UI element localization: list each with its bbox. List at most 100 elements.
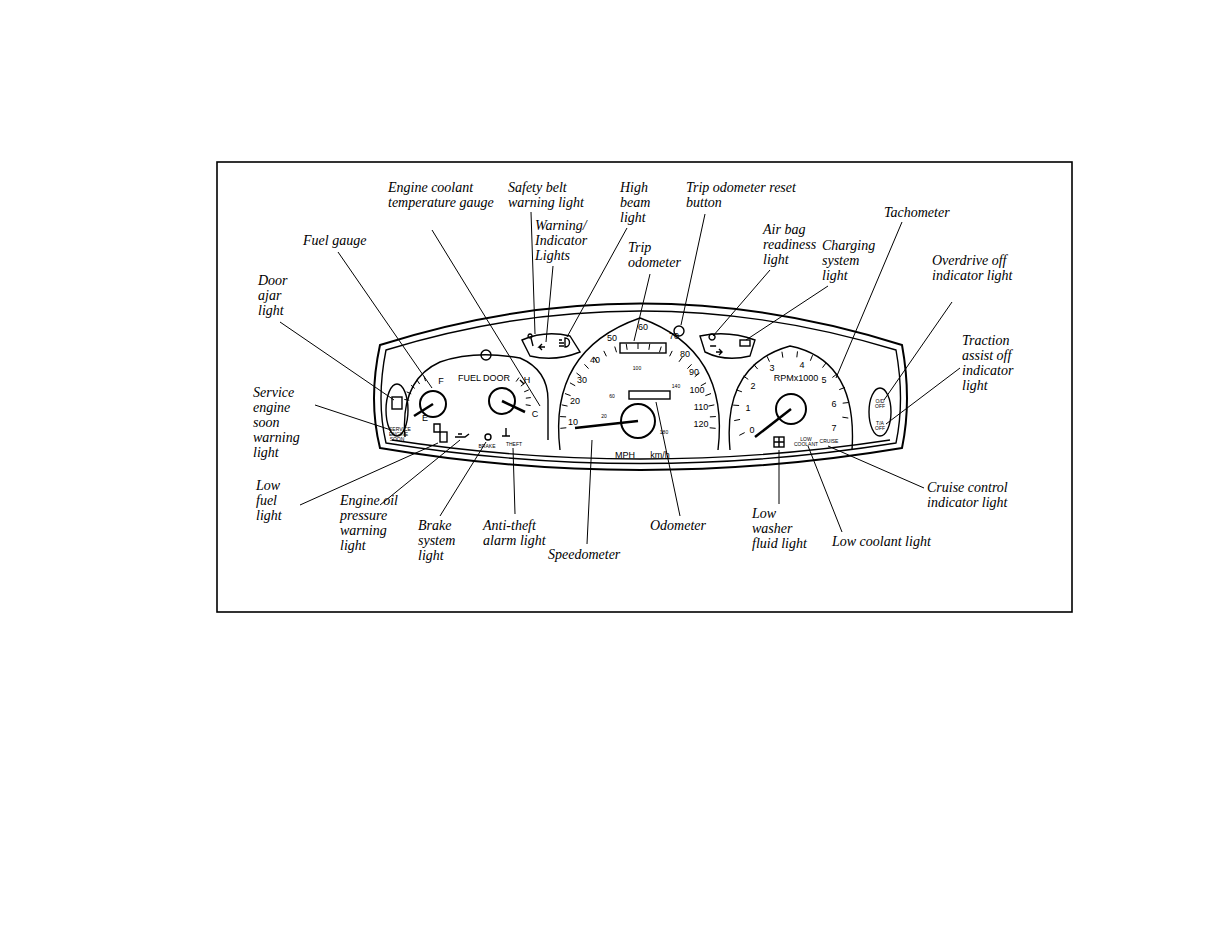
- tick-mark: [562, 405, 568, 406]
- dial-marking: 20: [570, 396, 580, 406]
- dial-marking: 0: [749, 425, 754, 435]
- tick-mark: [648, 344, 650, 350]
- tick-mark: [670, 351, 673, 356]
- dial-marking: km/h: [650, 450, 670, 460]
- dial-marking: F: [438, 376, 444, 386]
- callout-label: High beam light: [620, 180, 662, 225]
- tick-mark: [810, 355, 812, 361]
- tick-mark: [626, 344, 628, 350]
- tick-mark: [767, 356, 769, 361]
- tick-mark: [781, 352, 783, 358]
- callout-label: Anti-theft alarm light: [483, 518, 559, 548]
- tick-mark: [754, 364, 758, 369]
- tick-mark: [796, 351, 798, 357]
- dial-marking: RPMx1000: [774, 373, 819, 383]
- dial-marking: LOW COOLANT: [793, 437, 819, 447]
- dial-marking: 180: [660, 430, 668, 435]
- callout-label: Cruise control indicator light: [927, 480, 1039, 510]
- dial-marking: 4: [799, 360, 804, 370]
- callout-label: Engine coolant temperature gauge: [388, 180, 498, 210]
- tick-mark: [638, 343, 639, 349]
- tick-mark: [736, 390, 742, 392]
- dial-marking: 30: [577, 375, 587, 385]
- dial-marking: T/A OFF: [871, 421, 889, 431]
- tick-mark: [411, 385, 415, 388]
- callout-label: Safety belt warning light: [508, 180, 608, 210]
- tick-mark: [524, 390, 529, 392]
- tick-mark: [710, 427, 716, 429]
- dial-marking: 80: [680, 349, 690, 359]
- dial-marking: 10: [568, 417, 578, 427]
- tick-mark: [743, 376, 748, 379]
- callout-label: Brake system light: [418, 518, 470, 563]
- dial-marking: 6: [831, 399, 836, 409]
- tick-mark: [526, 404, 531, 406]
- tick-mark: [560, 427, 566, 429]
- callout-label: Low fuel light: [256, 478, 298, 523]
- callout-label: Fuel gauge: [303, 233, 387, 248]
- tick-mark: [526, 397, 531, 399]
- tick-mark: [843, 402, 849, 404]
- tick-mark: [404, 399, 409, 401]
- dial-marking: 40: [590, 355, 600, 365]
- tick-mark: [570, 383, 575, 386]
- dial-marking: FUEL DOOR: [458, 373, 510, 383]
- tick-mark: [417, 380, 420, 384]
- dial-marking: MPH: [615, 450, 635, 460]
- tick-mark: [604, 351, 607, 356]
- dial-marking: 1: [745, 403, 750, 413]
- tick-mark: [823, 363, 827, 368]
- callout-label: Overdrive off indicator light: [932, 253, 1024, 283]
- tick-mark: [839, 387, 845, 389]
- dial-marking: 100: [689, 385, 704, 395]
- dial-marking: 120: [693, 419, 708, 429]
- dial-marking: 70: [669, 331, 679, 341]
- dial-marking: SERVICE ENGINE SOON: [389, 427, 405, 442]
- callout-label: Door ajar light: [258, 273, 300, 318]
- callout-label: Warning/ Indicator Lights: [535, 218, 607, 263]
- dial-marking: H: [524, 375, 531, 385]
- dial-marking: CRUISE: [820, 439, 839, 444]
- tick-mark: [407, 392, 412, 394]
- dial-marking: 140: [672, 384, 680, 389]
- tick-mark: [710, 416, 716, 417]
- dial-marking: 60: [638, 322, 648, 332]
- dial-marking: O/D OFF: [871, 399, 889, 409]
- dial-marking: E: [422, 413, 428, 423]
- dial-marking: 90: [689, 367, 699, 377]
- callout-label: Tachometer: [884, 205, 984, 220]
- dial-marking: 50: [607, 333, 617, 343]
- callout-label: Traction assist off indicator light: [962, 333, 1032, 393]
- dial-marking: C: [532, 409, 539, 419]
- dial-marking: 110: [694, 402, 708, 412]
- dial-marking: 5: [821, 375, 826, 385]
- callout-label: Trip odometer: [628, 240, 700, 270]
- callout-label: Low coolant light: [832, 534, 932, 549]
- tick-mark: [584, 364, 588, 368]
- callout-label: Low washer fluid light: [752, 506, 810, 551]
- tick-mark: [659, 347, 661, 353]
- tick-mark: [739, 433, 744, 436]
- tick-mark: [565, 394, 571, 396]
- callout-label: Odometer: [650, 518, 740, 533]
- dial-marking: THEFT: [506, 442, 522, 447]
- tick-mark: [516, 378, 519, 382]
- dial-marking: 3: [769, 363, 774, 373]
- dial-marking: BRAKE: [479, 444, 496, 449]
- tick-mark: [560, 416, 566, 417]
- dial-marking: 100: [633, 366, 641, 371]
- callout-label: Service engine soon warning light: [253, 385, 315, 460]
- dial-marking: 60: [609, 394, 615, 399]
- dial-marking: 7: [831, 423, 836, 433]
- callout-label: Engine oil pressure warning light: [340, 493, 402, 553]
- tick-mark: [615, 347, 617, 353]
- tick-mark: [734, 419, 740, 420]
- callout-label: Charging system light: [822, 238, 888, 283]
- callout-label: Trip odometer reset button: [686, 180, 798, 210]
- callout-label: Speedometer: [548, 547, 658, 562]
- tick-mark: [733, 405, 739, 406]
- tick-mark: [842, 417, 848, 419]
- dial-marking: 20: [601, 414, 607, 419]
- dial-marking: 2: [750, 381, 755, 391]
